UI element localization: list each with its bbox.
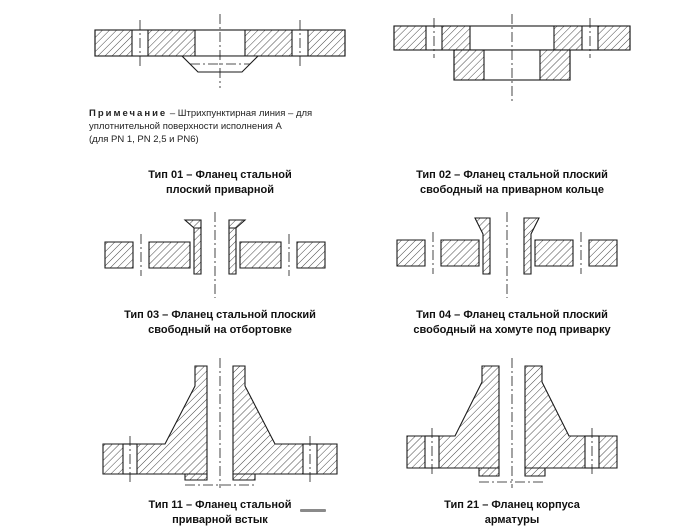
figure-type-03: Тип 03 – Фланец стальной плоский свободн… xyxy=(80,212,360,342)
note-zone: Примечание – Штрихпунктирная линия – для… xyxy=(89,108,351,164)
type-21-flange-section-drawing xyxy=(406,358,618,488)
row-2: Тип 03 – Фланец стальной плоский свободн… xyxy=(80,212,700,342)
figure-type-11: Тип 11 – Фланец стальной приварной встык xyxy=(80,358,360,532)
note-label: Примечание xyxy=(89,108,168,119)
caption-line: Тип 03 – Фланец стальной плоский xyxy=(124,309,316,321)
note-line-1: Примечание – Штрихпунктирная линия – для xyxy=(89,108,351,121)
type-11-drawing-area xyxy=(85,358,355,494)
type-02-drawing-area xyxy=(392,14,632,108)
type-01-drawing-area xyxy=(90,14,350,108)
type-04-caption: Тип 04 – Фланец стальной плоский свободн… xyxy=(413,308,610,342)
type-21-caption: Тип 21 – Фланец корпуса арматуры xyxy=(444,498,580,532)
row-3: Тип 11 – Фланец стальной приварной встык xyxy=(80,358,700,532)
caption-line: приварной встык xyxy=(172,513,268,526)
type-03-drawing-area xyxy=(95,212,345,304)
type-04-flange-section-drawing xyxy=(396,212,618,298)
caption-line: Тип 01 – Фланец стальной xyxy=(148,169,292,181)
type-01-caption: Тип 01 – Фланец стальной плоский приварн… xyxy=(148,168,292,202)
note-zone-spacer xyxy=(381,108,643,164)
caption-line: свободный на хомуте под приварку xyxy=(413,323,611,336)
type-11-caption: Тип 11 – Фланец стальной приварной встык xyxy=(149,498,292,532)
caption-line: Тип 11 – Фланец стальной xyxy=(148,499,292,511)
type-03-flange-section-drawing xyxy=(104,212,326,298)
caption-line: Тип 04 – Фланец стальной плоский xyxy=(416,309,608,321)
caption-line: свободный на приварном кольце xyxy=(420,183,604,196)
note-text: Примечание – Штрихпунктирная линия – для… xyxy=(89,108,351,146)
type-04-drawing-area xyxy=(387,212,637,304)
note-line-3: (для PN 1, PN 2,5 и PN6) xyxy=(89,133,199,145)
type-01-flange-section-drawing xyxy=(94,14,346,88)
caption-line: плоский приварной xyxy=(166,183,274,196)
figure-type-01: Примечание – Штрихпунктирная линия – для… xyxy=(80,14,360,202)
figure-type-04: Тип 04 – Фланец стальной плоский свободн… xyxy=(372,212,652,342)
type-02-flange-section-drawing xyxy=(393,14,631,104)
figure-type-02: Тип 02 – Фланец стальной плоский свободн… xyxy=(372,14,652,202)
note-line-1-rest: – Штрихпунктирная линия – для xyxy=(169,108,313,119)
caption-line: арматуры xyxy=(484,513,540,526)
figure-type-21: Тип 21 – Фланец корпуса арматуры xyxy=(372,358,652,532)
caption-line: Тип 21 – Фланец корпуса xyxy=(444,499,580,511)
footer-mark xyxy=(300,509,326,512)
type-02-caption: Тип 02 – Фланец стальной плоский свободн… xyxy=(416,168,608,202)
row-1: Примечание – Штрихпунктирная линия – для… xyxy=(80,14,700,202)
type-03-caption: Тип 03 – Фланец стальной плоский свободн… xyxy=(124,308,316,342)
flange-types-sheet: Примечание – Штрихпунктирная линия – для… xyxy=(80,14,700,526)
note-line-2: уплотнительной поверхности исполнения А xyxy=(89,120,282,132)
type-21-drawing-area xyxy=(387,358,637,494)
type-11-flange-section-drawing xyxy=(102,358,338,488)
caption-line: Тип 02 – Фланец стальной плоский xyxy=(416,169,608,181)
caption-line: свободный на отбортовке xyxy=(148,323,292,336)
